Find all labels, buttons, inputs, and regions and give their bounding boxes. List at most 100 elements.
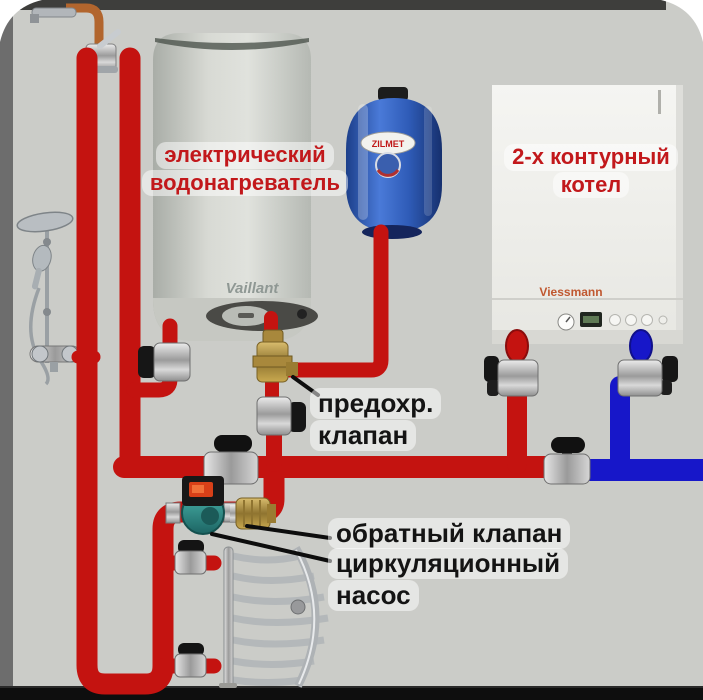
- valve-butterfly-handle: [178, 643, 204, 656]
- radiator-bottom-valve: [174, 643, 207, 678]
- shower-mixer-spout: [50, 362, 58, 372]
- radiator-rung: [232, 552, 301, 564]
- boiler-display-digits: [583, 316, 599, 323]
- boiler-seam: [492, 298, 683, 300]
- safety-valve: [252, 329, 298, 383]
- frame-bottom-bar: [0, 688, 703, 700]
- label-water-heater-line2: водонагреватель: [141, 169, 349, 197]
- boiler-knob: [625, 314, 637, 326]
- tank-brand-logo: ZILMET: [372, 139, 405, 149]
- check-valve-ridges: [243, 500, 261, 527]
- tank-highlight: [424, 106, 432, 216]
- pump-union: [165, 502, 181, 524]
- radiator-foot: [219, 683, 237, 688]
- valve-body: [617, 359, 663, 397]
- safety-valve-outlet: [286, 362, 298, 376]
- valve-wing-handle: [288, 402, 306, 432]
- boiler-brand-logo: Viessmann: [539, 285, 602, 299]
- check-valve-union: [267, 504, 276, 523]
- check-valve: [230, 497, 276, 530]
- water-heater-brand-logo: Vaillant: [226, 280, 280, 297]
- radiator-left-rail: [223, 546, 234, 688]
- heater-indicator: [297, 309, 307, 319]
- mixer-lever: [97, 29, 121, 49]
- label-water-heater-line1: электрический: [156, 142, 334, 169]
- valve-butterfly-handle: [214, 435, 252, 452]
- label-safety-valve-line1: предохр.: [310, 388, 442, 420]
- circulation-pump: [165, 476, 237, 535]
- pipe-expansion-tank-link: [281, 224, 389, 378]
- tank-highlight: [358, 104, 368, 220]
- valve-body: [256, 396, 292, 436]
- faucet-aerator: [30, 14, 39, 23]
- copper-pipe: [66, 3, 104, 56]
- radiator-rung: [232, 657, 315, 668]
- label-boiler: 2-х контурный котел: [500, 144, 682, 199]
- valve-wing-handle: [484, 356, 499, 382]
- boiler-side-sticker: [658, 90, 661, 114]
- boiler-knob: [609, 314, 621, 326]
- label-pump-line1: циркуляционный: [328, 548, 569, 580]
- boiler-body: [492, 85, 683, 344]
- heater-left-ball-valve: [138, 342, 191, 382]
- rounded-corner-top-right: [661, 0, 703, 42]
- faucet-spout: [31, 7, 77, 18]
- boiler-side-shade: [676, 85, 683, 344]
- tank-foot-ring: [362, 225, 422, 239]
- label-boiler-line1: 2-х контурный: [504, 144, 678, 171]
- tank-emblem: [375, 152, 401, 178]
- label-boiler-line2: котел: [552, 171, 630, 199]
- water-heater-top-seam: [155, 38, 309, 50]
- pointer-line-pump: [210, 532, 332, 563]
- shower-column: [16, 211, 81, 386]
- label-pump: циркуляционный насос: [328, 548, 569, 612]
- rounded-corner-top-left: [0, 0, 42, 42]
- label-check-valve: обратный клапан: [328, 518, 571, 550]
- pump-face: [201, 507, 219, 525]
- tank-emblem-arc: [376, 169, 400, 177]
- boiler-knob: [641, 314, 653, 326]
- shower-rail-slider: [43, 238, 51, 246]
- label-pump-line2: насос: [328, 580, 419, 612]
- frame-left-strip: [0, 8, 13, 690]
- label-safety-valve: предохр. клапан: [310, 388, 442, 452]
- towel-radiator: [219, 546, 329, 688]
- safety-valve-hex: [252, 355, 293, 368]
- radiator-rung: [232, 676, 303, 686]
- radiator-bleed-knob: [290, 599, 306, 615]
- expansion-tank: ZILMET: [346, 87, 442, 239]
- valve-butterfly-handle: [551, 437, 585, 453]
- check-valve-union: [230, 505, 238, 523]
- double-circuit-boiler: Viessmann: [492, 85, 683, 344]
- rain-shower-head: [16, 211, 74, 233]
- valve-blue-handle: [629, 329, 653, 363]
- hand-shower: [31, 244, 52, 290]
- boiler-cold-valve: [617, 329, 678, 397]
- label-check-valve-text: обратный клапан: [328, 518, 571, 550]
- pointer-line-check-valve: [245, 524, 332, 540]
- radiator-rung: [232, 572, 315, 584]
- shower-mixer-handle: [31, 345, 49, 363]
- radiator-rail-highlight: [295, 549, 316, 685]
- main-right-ball-valve: [543, 437, 591, 485]
- valve-below-safety: [256, 396, 306, 436]
- shower-rail-slider: [43, 308, 51, 316]
- valve-red-handle: [505, 329, 529, 363]
- label-water-heater: электрический водонагреватель: [135, 142, 355, 197]
- cold-water-pipes: [577, 376, 703, 481]
- valve-body: [174, 653, 207, 678]
- tank-top-cap: [378, 87, 408, 101]
- frame-bottom-edge: [0, 686, 703, 689]
- valve-body: [543, 453, 591, 485]
- valve-wing-handle: [662, 356, 678, 382]
- valve-wing-handle: [487, 380, 499, 396]
- valve-wing-handle: [660, 380, 672, 395]
- sink-faucet: [30, 3, 121, 73]
- label-safety-valve-line2: клапан: [310, 420, 417, 452]
- pump-display-glow: [192, 485, 204, 493]
- valve-body: [174, 550, 207, 575]
- heater-knob-grip: [238, 313, 254, 318]
- boiler-hot-valve: [484, 329, 539, 397]
